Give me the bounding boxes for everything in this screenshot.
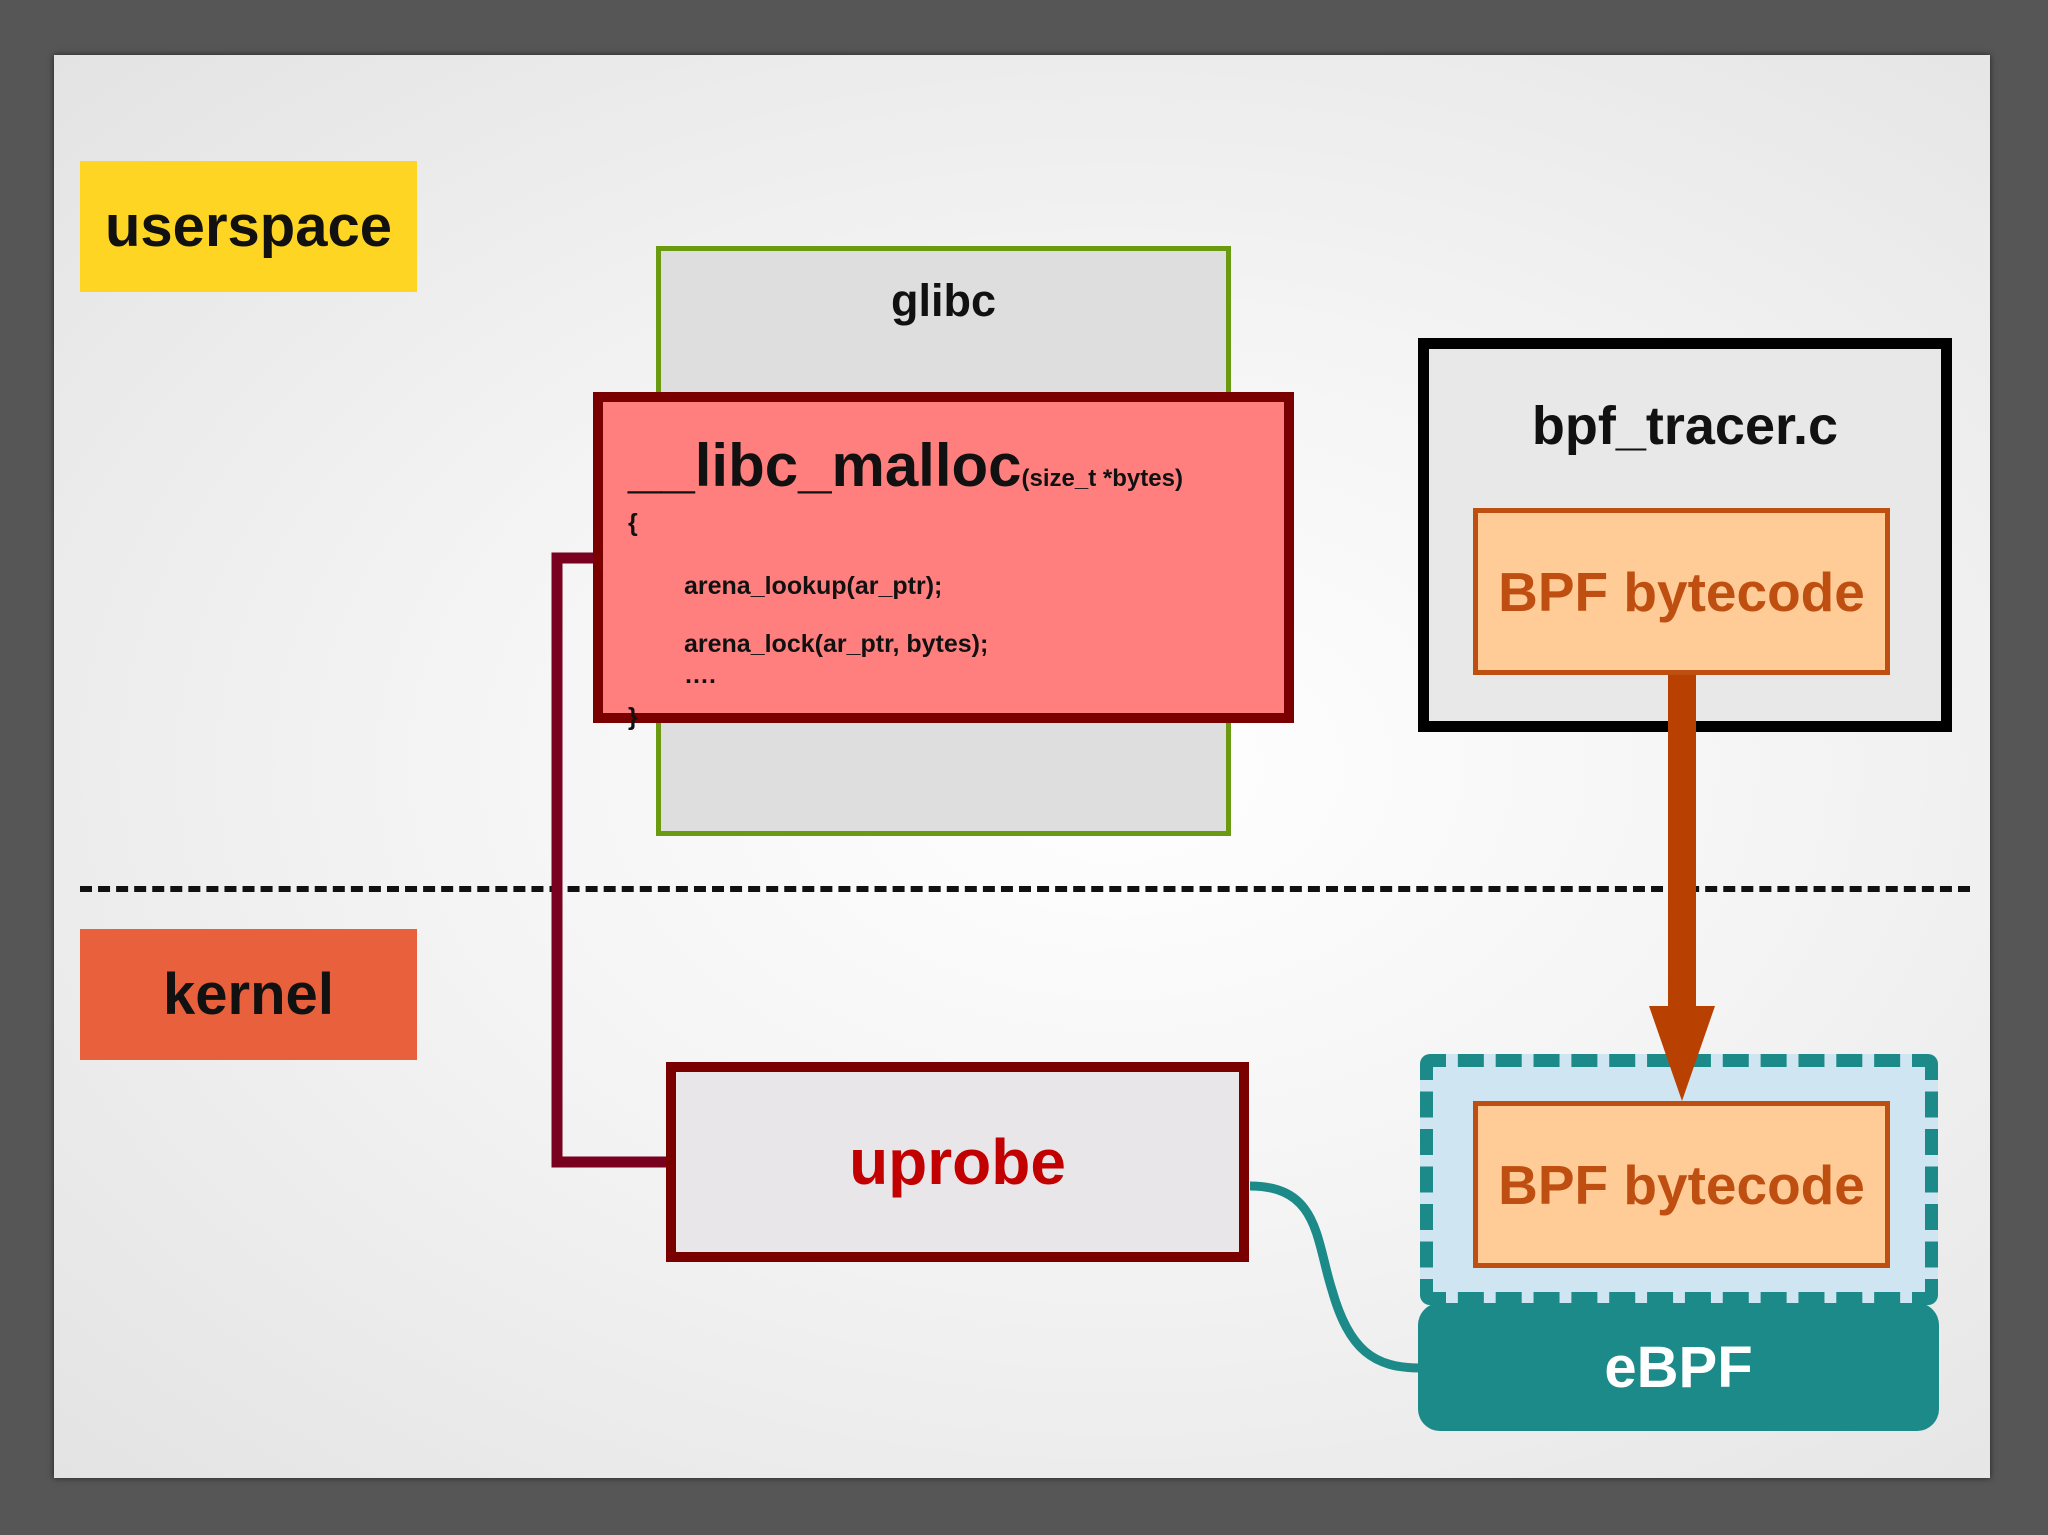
- malloc-signature: __libc_malloc(size_t *bytes): [628, 434, 1183, 511]
- connector-layer: [551, 552, 1715, 1373]
- malloc-uprobe-connector: [551, 552, 666, 1168]
- malloc-function-name: __libc_malloc: [628, 432, 1022, 499]
- libc-malloc-box: __libc_malloc(size_t *bytes) { arena_loo…: [593, 392, 1294, 731]
- glibc-title: glibc: [890, 275, 996, 326]
- userspace-kernel-divider: [80, 886, 1970, 892]
- code-line: }: [628, 703, 638, 731]
- malloc-arguments: (size_t *bytes): [1021, 465, 1183, 492]
- code-line: arena_lock(ar_ptr, bytes);: [684, 630, 989, 658]
- code-line: ….: [684, 661, 716, 689]
- load-arrow-head: [1649, 1006, 1715, 1101]
- userspace-label: userspace: [80, 161, 417, 292]
- code-line: arena_lookup(ar_ptr);: [684, 572, 943, 600]
- uprobe-ebpf-connector: [1249, 1181, 1421, 1373]
- bpf-tracer-title: bpf_tracer.c: [1531, 396, 1839, 456]
- ebpf-label: eBPF: [1418, 1303, 1939, 1431]
- uprobe-box: uprobe: [666, 1062, 1249, 1262]
- bpf-bytecode-kernel: BPF bytecode: [1473, 1101, 1890, 1268]
- bpf-bytecode-userspace: BPF bytecode: [1473, 508, 1890, 675]
- kernel-label: kernel: [80, 929, 417, 1060]
- load-arrow-shaft: [1668, 675, 1696, 1021]
- code-line: {: [628, 509, 638, 537]
- slide-canvas: userspace glibc bpf_tracer.c BPF bytecod…: [54, 55, 1990, 1478]
